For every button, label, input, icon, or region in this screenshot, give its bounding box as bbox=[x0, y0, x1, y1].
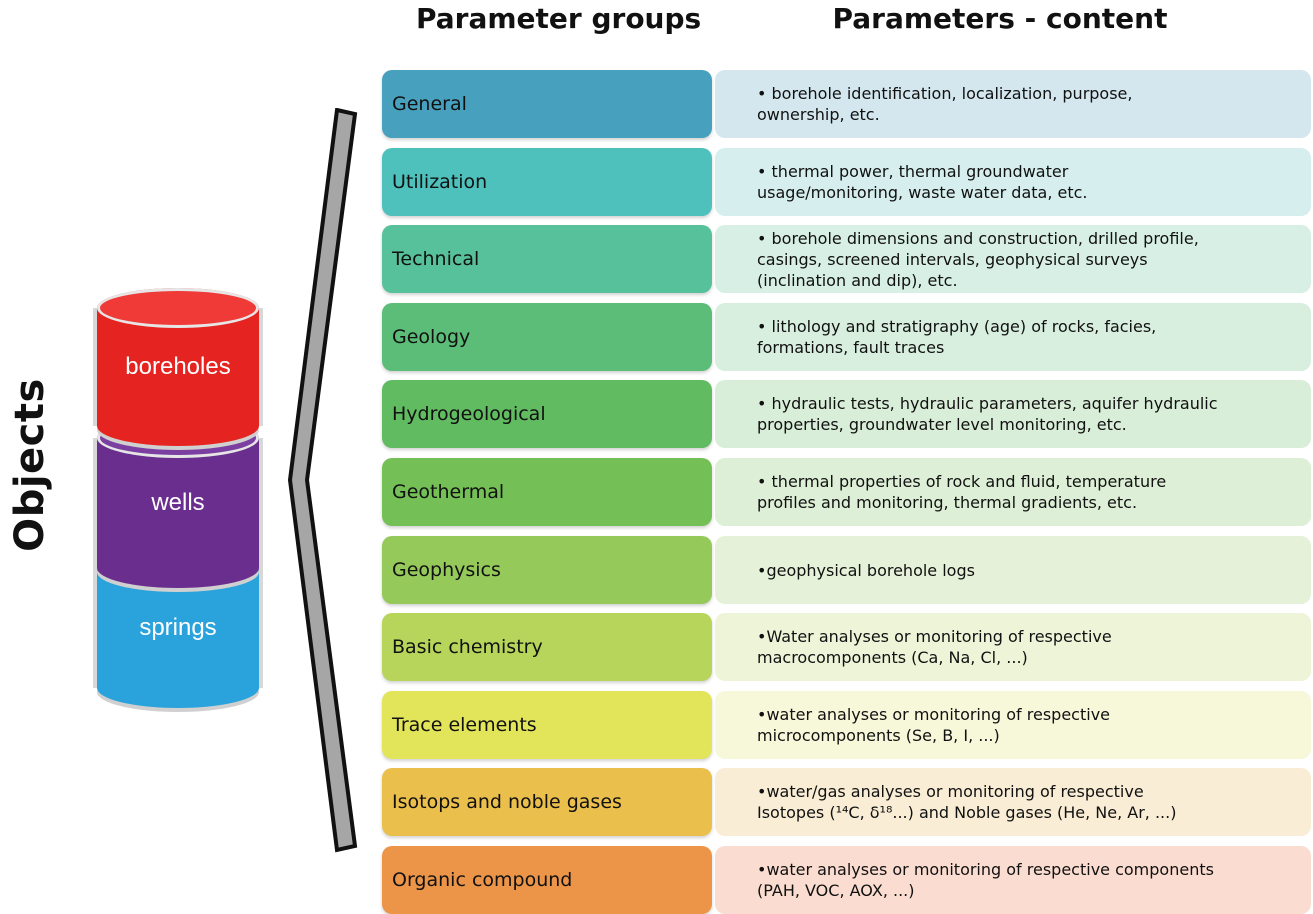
parameter-group-label: Hydrogeological bbox=[392, 403, 546, 425]
parameter-content-text: • thermal power, thermal groundwater usa… bbox=[757, 162, 1088, 202]
parameter-group-box: Technical bbox=[382, 225, 712, 293]
parameter-groups-header: Parameter groups bbox=[416, 2, 702, 35]
object-label: wells bbox=[151, 489, 205, 516]
parameter-group-box: Trace elements bbox=[382, 691, 712, 759]
parameter-content-text: •water analyses or monitoring of respect… bbox=[757, 860, 1214, 900]
parameter-content-box: •geophysical borehole logs bbox=[715, 536, 1311, 604]
parameter-group-box: Utilization bbox=[382, 148, 712, 216]
parameters-content-header: Parameters - content bbox=[832, 2, 1168, 35]
cylinder-top bbox=[97, 288, 259, 328]
objects-side-label-container: Objects bbox=[0, 378, 60, 552]
parameter-content-text: • lithology and stratigraphy (age) of ro… bbox=[757, 317, 1157, 357]
parameter-group-label: Utilization bbox=[392, 171, 488, 193]
parameter-group-label: Geothermal bbox=[392, 481, 505, 503]
parameter-content-text: • borehole dimensions and construction, … bbox=[757, 228, 1199, 290]
parameter-group-label: Isotops and noble gases bbox=[392, 791, 622, 813]
parameter-group-box: Hydrogeological bbox=[382, 380, 712, 448]
parameter-group-box: Geothermal bbox=[382, 458, 712, 526]
parameter-group-box: General bbox=[382, 70, 712, 138]
objects-side-label: Objects bbox=[7, 378, 53, 552]
cylinder-body bbox=[97, 568, 259, 688]
parameter-group-label: Basic chemistry bbox=[392, 636, 543, 658]
parameter-group-box: Basic chemistry bbox=[382, 613, 712, 681]
parameter-content-box: • hydraulic tests, hydraulic parameters,… bbox=[715, 380, 1311, 448]
parameter-content-text: •geophysical borehole logs bbox=[757, 560, 975, 580]
parameter-content-text: •water analyses or monitoring of respect… bbox=[757, 705, 1110, 745]
parameter-group-box: Geophysics bbox=[382, 536, 712, 604]
parameter-content-text: • borehole identification, localization,… bbox=[757, 84, 1133, 124]
parameter-content-box: • thermal power, thermal groundwater usa… bbox=[715, 148, 1311, 216]
parameter-group-label: Technical bbox=[392, 248, 480, 270]
springs-cylinder: springs bbox=[97, 548, 259, 708]
parameter-group-label: Geology bbox=[392, 326, 471, 348]
boreholes-cylinder: boreholes bbox=[97, 288, 259, 446]
parameter-content-box: •Water analyses or monitoring of respect… bbox=[715, 613, 1311, 681]
parameter-content-text: •Water analyses or monitoring of respect… bbox=[757, 627, 1112, 667]
parameter-content-text: • thermal properties of rock and fluid, … bbox=[757, 472, 1167, 512]
parameter-group-box: Geology bbox=[382, 303, 712, 371]
parameter-group-label: General bbox=[392, 93, 467, 115]
parameter-content-box: • borehole identification, localization,… bbox=[715, 70, 1311, 138]
parameter-content-text: • hydraulic tests, hydraulic parameters,… bbox=[757, 394, 1218, 434]
parameter-group-box: Organic compound bbox=[382, 846, 712, 914]
parameter-content-box: •water analyses or monitoring of respect… bbox=[715, 691, 1311, 759]
cylinder-body bbox=[97, 438, 259, 568]
parameter-content-text: •water/gas analyses or monitoring of res… bbox=[757, 782, 1177, 822]
parameter-content-box: • borehole dimensions and construction, … bbox=[715, 225, 1311, 293]
parameter-group-label: Geophysics bbox=[392, 559, 501, 581]
parameter-group-box: Isotops and noble gases bbox=[382, 768, 712, 836]
parameter-group-label: Organic compound bbox=[392, 869, 573, 891]
object-label: springs bbox=[139, 614, 217, 641]
parameter-group-label: Trace elements bbox=[392, 714, 537, 736]
parameter-content-box: •water/gas analyses or monitoring of res… bbox=[715, 768, 1311, 836]
parameter-content-box: • lithology and stratigraphy (age) of ro… bbox=[715, 303, 1311, 371]
bracket-chevron bbox=[287, 108, 358, 853]
object-label: boreholes bbox=[125, 353, 231, 380]
parameter-content-box: • thermal properties of rock and fluid, … bbox=[715, 458, 1311, 526]
parameter-content-box: •water analyses or monitoring of respect… bbox=[715, 846, 1311, 914]
